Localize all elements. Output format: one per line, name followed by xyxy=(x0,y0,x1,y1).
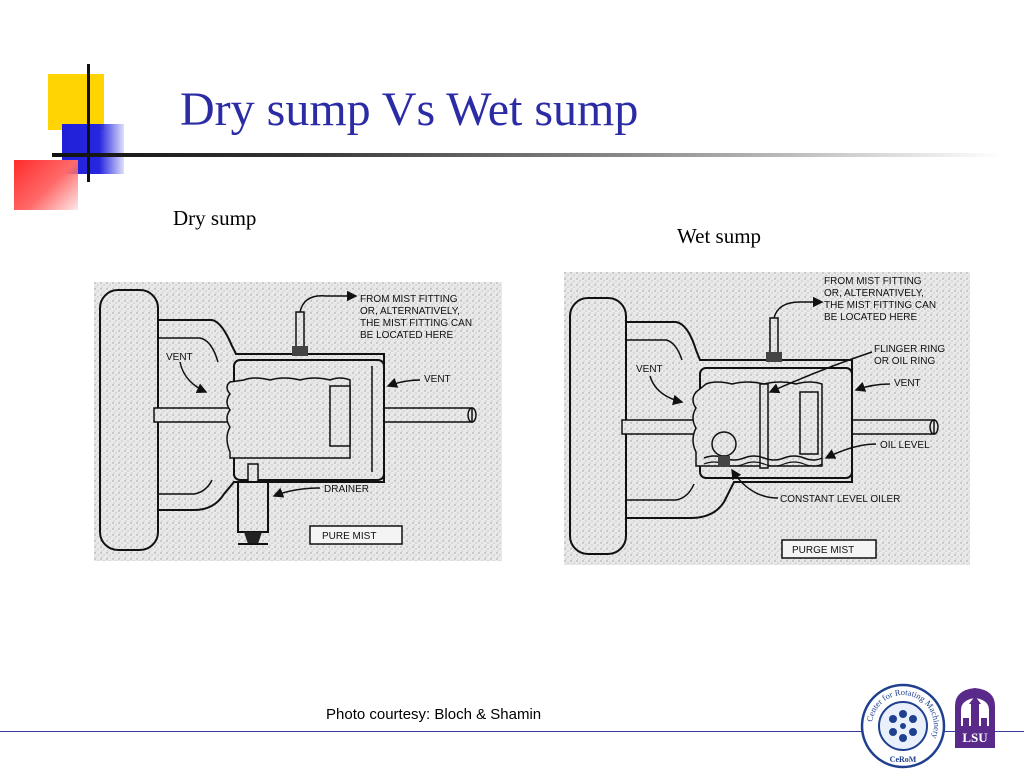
dry-note-line-2: OR, ALTERNATIVELY, xyxy=(360,306,460,317)
dry-sump-drawing: FROM MIST FITTING OR, ALTERNATIVELY, THE… xyxy=(94,282,502,561)
dry-note-line-3: THE MIST FITTING CAN xyxy=(360,318,472,329)
wet-vent-right-label: VENT xyxy=(894,378,921,389)
oiler-bulb xyxy=(711,431,737,457)
bearing-ring xyxy=(799,391,819,455)
vent-left-arrow xyxy=(649,375,684,406)
shaft-end xyxy=(929,419,939,435)
oiler-arrow xyxy=(731,468,779,499)
frame-inner-line xyxy=(158,337,219,363)
dry-note-line-1: FROM MIST FITTING xyxy=(360,294,458,305)
wet-flinger-line-1: FLINGER RING xyxy=(874,344,945,355)
lsu-logo: LSU xyxy=(953,686,997,750)
wet-oil-level-label: OIL LEVEL xyxy=(880,440,930,451)
lsu-text: LSU xyxy=(962,730,988,745)
frame-inner-line-lower xyxy=(626,483,695,501)
wet-note-line-1: FROM MIST FITTING xyxy=(824,276,922,287)
wet-flinger-line-2: OR OIL RING xyxy=(874,356,936,367)
drainer-pipe xyxy=(247,463,259,483)
dry-sump-caption: Dry sump xyxy=(173,206,257,230)
wet-vent-left-label: VENT xyxy=(636,364,663,375)
bearing-inner-wavy xyxy=(226,377,351,459)
drainer-bowl xyxy=(237,481,269,533)
wet-sump-drawing: FROM MIST FITTING OR, ALTERNATIVELY, THE… xyxy=(564,272,970,565)
end-housing xyxy=(99,289,159,551)
mist-arrow xyxy=(773,296,824,319)
drainer-valve xyxy=(244,532,262,544)
cerom-name: CeRoM xyxy=(890,755,917,764)
wet-oiler-label: CONSTANT LEVEL OILER xyxy=(780,494,900,505)
mist-arrow xyxy=(299,290,358,313)
cerom-logo: Center for Rotating Machinery CeRoM xyxy=(860,683,946,769)
flinger-arrow xyxy=(768,351,873,394)
vertical-accent-rule xyxy=(87,64,90,182)
wet-note-line-3: THE MIST FITTING CAN xyxy=(824,300,936,311)
yellow-accent-square xyxy=(48,74,104,130)
oil-level-arrow xyxy=(824,443,877,459)
wet-sump-caption: Wet sump xyxy=(677,224,762,248)
dry-note-line-4: BE LOCATED HERE xyxy=(360,330,453,341)
vent-right-arrow xyxy=(386,377,421,388)
wet-box-label: PURGE MIST xyxy=(792,545,854,556)
red-accent-square xyxy=(14,160,78,210)
oiler-base xyxy=(718,456,730,466)
mist-fitting-nut xyxy=(766,352,782,362)
slide-title: Dry sump Vs Wet sump xyxy=(180,83,639,136)
bearing-ring xyxy=(329,385,351,447)
vent-left-arrow xyxy=(179,361,208,394)
title-underline-rule xyxy=(52,153,1002,157)
dry-box-label: PURE MIST xyxy=(322,531,376,542)
dry-box-frame xyxy=(309,525,403,545)
frame-inner-line xyxy=(626,339,683,361)
mist-fitting-nut xyxy=(292,346,308,356)
wet-note-line-2: OR, ALTERNATIVELY, xyxy=(824,288,924,299)
dry-vent-right-label: VENT xyxy=(424,374,451,385)
photo-credit: Photo courtesy: Bloch & Shamin xyxy=(326,706,542,723)
shaft-end xyxy=(467,407,477,423)
wet-note-line-4: BE LOCATED HERE xyxy=(824,312,917,323)
dry-sump-diagram: FROM MIST FITTING OR, ALTERNATIVELY, THE… xyxy=(94,282,502,561)
vent-right-arrow xyxy=(854,381,891,392)
dry-drainer-label: DRAINER xyxy=(324,484,369,495)
footer-rule xyxy=(0,731,1024,732)
dry-vent-left-label: VENT xyxy=(166,352,193,363)
end-housing xyxy=(569,297,627,555)
drainer-arrow xyxy=(272,487,321,498)
flinger-ring xyxy=(759,383,769,469)
frame-inner-line-lower xyxy=(158,479,213,495)
wet-box-frame xyxy=(781,539,877,559)
wet-sump-diagram: FROM MIST FITTING OR, ALTERNATIVELY, THE… xyxy=(564,272,970,565)
